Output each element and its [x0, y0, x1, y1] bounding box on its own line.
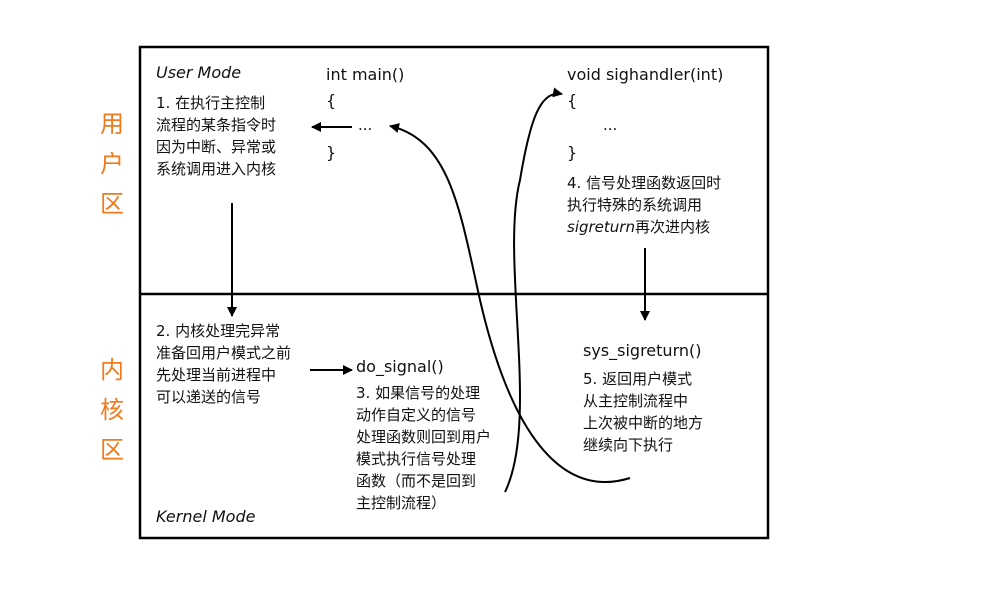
user-zone-label: 用户区: [98, 104, 126, 224]
arrow-to-sighandler: [504, 87, 563, 493]
sigreturn-keyword: sigreturn: [567, 218, 635, 236]
step2-text: 2. 内核处理完异常 准备回用户模式之前 先处理当前进程中 可以递送的信号: [156, 322, 292, 406]
step4-line3: sigreturn再次进内核: [567, 216, 710, 238]
arrow-return-main: [389, 123, 631, 483]
step5-text: 5. 返回用户模式 从主控制流程中 上次被中断的地方 继续向下执行: [583, 370, 704, 454]
diagram-frame: [138, 45, 770, 540]
kernel-zone-label: 内核区: [98, 350, 126, 470]
user-zone-text: 用户区: [100, 110, 124, 218]
kernel-zone-text: 内核区: [100, 356, 124, 464]
sys-sigreturn-label: sys_sigreturn(): [583, 341, 702, 360]
step3-text: 3. 如果信号的处理 动作自定义的信号 处理函数则回到用户 模式执行信号处理 函…: [356, 384, 492, 512]
step4-line3-rest: 再次进内核: [634, 218, 710, 236]
user-mode-label: User Mode: [156, 63, 242, 82]
sighandler-ellipsis: ...: [603, 116, 618, 134]
main-code: int main() { }: [326, 65, 405, 162]
kernel-mode-label: Kernel Mode: [156, 507, 256, 526]
step1-text: 1. 在执行主控制 流程的某条指令时 因为中断、异常或 系统调用进入内核: [156, 94, 277, 178]
do-signal-label: do_signal(): [356, 357, 444, 376]
step4-text: 4. 信号处理函数返回时 执行特殊的系统调用: [567, 174, 722, 214]
main-ellipsis: ...: [358, 116, 373, 134]
sighandler-code: void sighandler(int) { }: [567, 65, 724, 162]
